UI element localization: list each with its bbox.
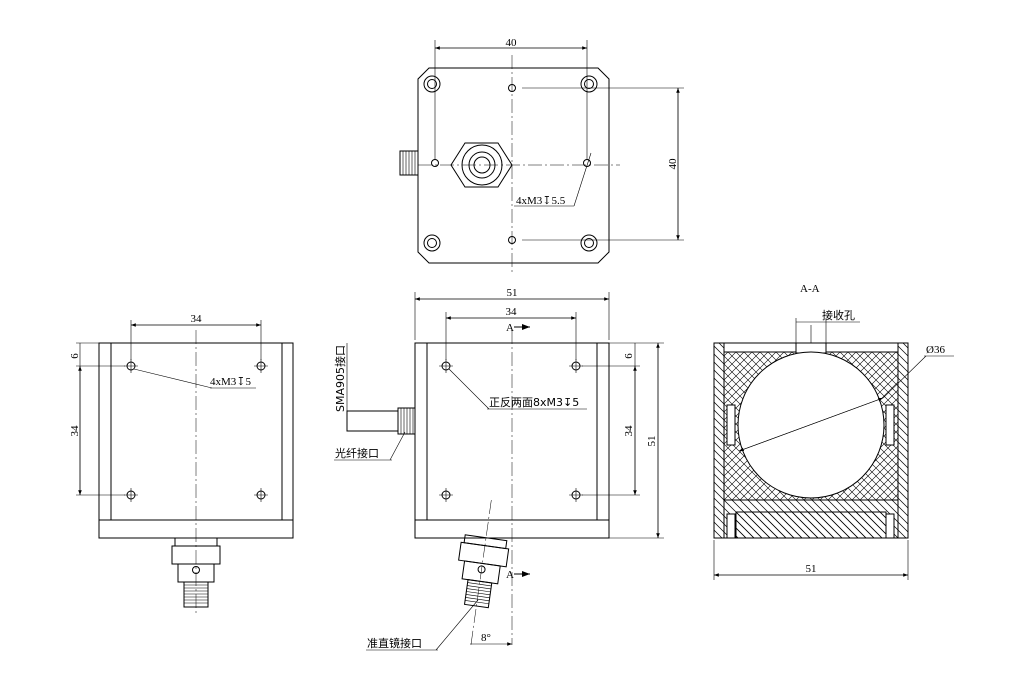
top-hole-note: 4xM3↧5.5 — [516, 195, 566, 207]
top-hole-br — [580, 234, 598, 252]
front-sma-stub — [346, 407, 416, 435]
top-hole-tl — [423, 75, 441, 93]
section-mark-top: A — [506, 322, 514, 334]
top-hole-tr — [580, 75, 598, 93]
left-bottom-connector — [171, 537, 221, 608]
front-dim-height: 51 — [646, 436, 658, 447]
front-dim-hole-v: 34 — [623, 425, 635, 437]
front-hole-note: 正反两面8xM3↧5 — [489, 396, 579, 409]
front-dim-width: 51 — [507, 287, 518, 299]
bore-circle — [737, 351, 885, 499]
left-view: 34 6 34 4xM3↧5 — [69, 313, 294, 615]
top-view: 40 40 4xM3↧5.5 — [399, 37, 684, 272]
top-dim-height: 40 — [667, 158, 679, 170]
left-dim-hole-v: 34 — [69, 425, 81, 437]
receive-hole-label: 接收孔 — [822, 308, 855, 322]
left-dim-hole-h: 34 — [191, 313, 203, 325]
top-dim-width: 40 — [506, 37, 518, 49]
front-dim-hole-h: 34 — [506, 306, 518, 318]
collimator-label: 准直镜接口 — [367, 636, 422, 650]
section-title: A-A — [800, 283, 820, 295]
section-dim-width: 51 — [806, 563, 817, 575]
top-sma-stub — [399, 150, 419, 176]
top-hole-bl — [423, 234, 441, 252]
section-view: A-A Ø36 接收孔 51 — [713, 283, 954, 580]
left-dim-edge: 6 — [69, 353, 81, 359]
front-collimator-connector — [458, 500, 510, 647]
front-view: 51 34 A A 6 34 51 正反两面8xM3↧5 SMA905接口 — [334, 287, 664, 651]
top-m3-hole — [431, 159, 439, 167]
front-dim-edge: 6 — [623, 353, 635, 359]
left-hole-note: 4xM3↧5 — [210, 376, 251, 388]
angle-label: 8° — [481, 632, 491, 644]
sma-label: SMA905接口 — [334, 345, 347, 412]
fiber-label: 光纤接口 — [335, 446, 379, 460]
section-mark-bottom: A — [506, 569, 514, 581]
top-connector — [450, 142, 513, 188]
top-m3-hole — [508, 84, 516, 92]
diameter-label: Ø36 — [926, 344, 945, 356]
top-m3-hole — [508, 236, 516, 244]
